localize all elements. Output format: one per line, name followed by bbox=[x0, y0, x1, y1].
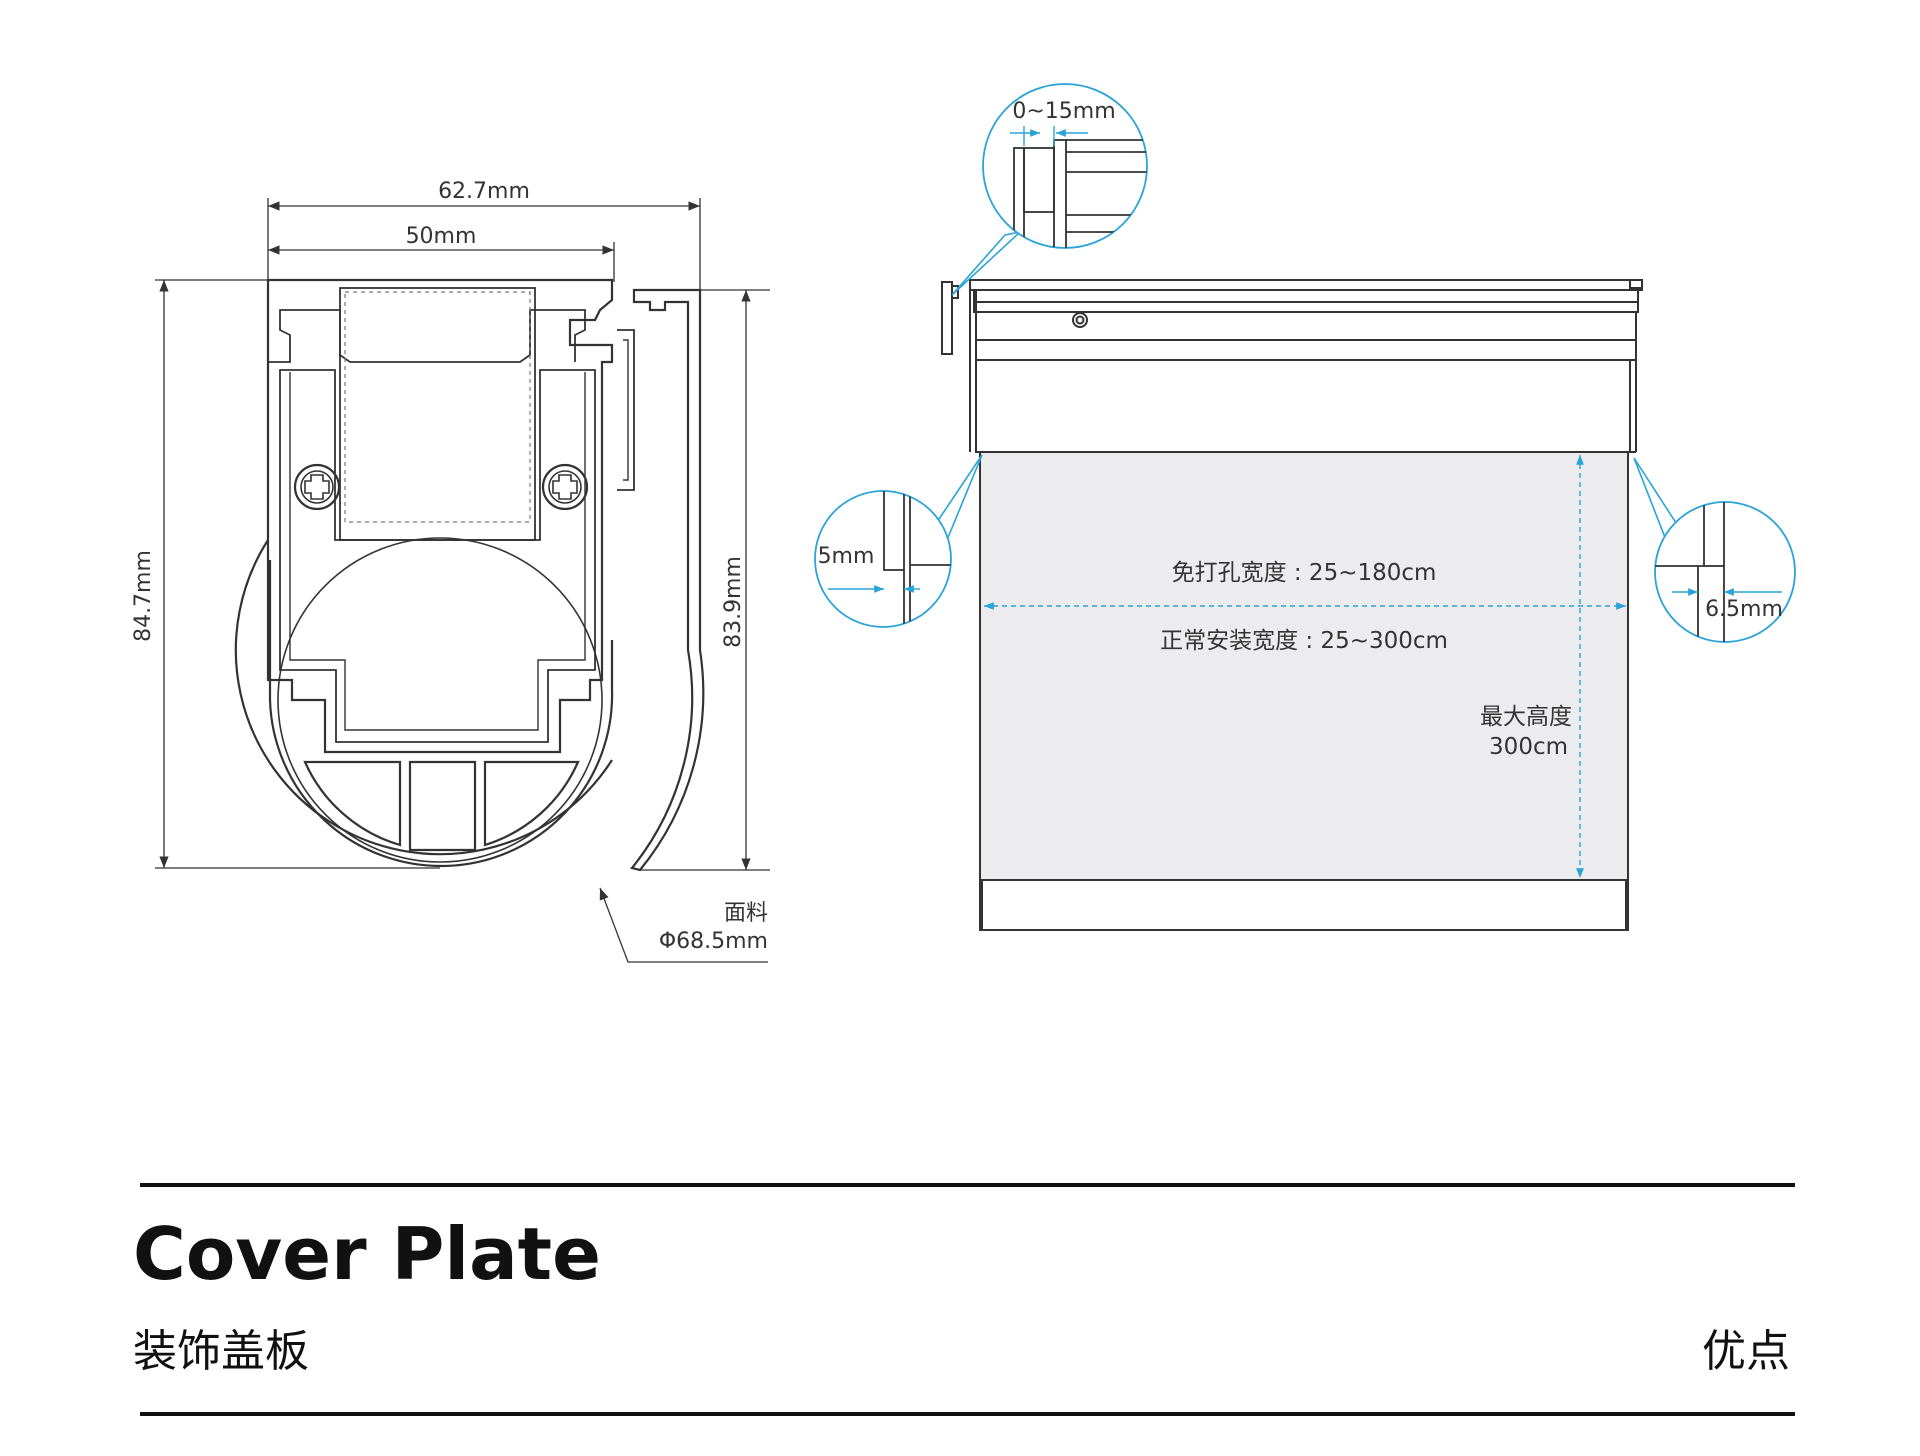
screw-left-icon bbox=[293, 463, 341, 511]
headrail-screw-icon bbox=[1072, 312, 1088, 328]
cover-plate-front bbox=[975, 359, 1631, 453]
detail-right-gap: 6.5mm bbox=[1705, 597, 1783, 622]
page-title: Cover Plate bbox=[133, 1212, 601, 1296]
profile-section-drawing bbox=[234, 278, 705, 872]
bottom-rail bbox=[979, 879, 1629, 931]
detail-bubble-right: 6.5mm bbox=[1633, 457, 1796, 643]
width-normal: 正常安装宽度 : 25~300cm bbox=[1160, 628, 1448, 654]
caption-rule-bottom bbox=[140, 1412, 1795, 1416]
headrail-top bbox=[969, 279, 1643, 291]
cover-plate bbox=[630, 288, 705, 872]
headrail-housing bbox=[266, 278, 614, 754]
screw-right-icon bbox=[541, 463, 589, 511]
dim-right-height: 83.9mm bbox=[721, 556, 746, 648]
max-height-label: 最大高度 bbox=[1480, 704, 1572, 730]
max-height-value: 300cm bbox=[1489, 734, 1568, 760]
detail-top-gap: 0~15mm bbox=[1012, 99, 1115, 124]
page-subtitle: 装饰盖板 bbox=[133, 1326, 309, 1377]
detail-bubble-top: 0~15mm bbox=[951, 83, 1148, 296]
front-view-drawing bbox=[941, 279, 1643, 931]
advantages-label: 优点 bbox=[1702, 1326, 1790, 1377]
dim-overall-width: 62.7mm bbox=[438, 179, 530, 204]
fabric-panel bbox=[979, 451, 1629, 881]
dim-inner-width: 50mm bbox=[406, 224, 477, 249]
fabric-diameter: Φ68.5mm bbox=[659, 929, 768, 954]
dim-left-height: 84.7mm bbox=[131, 550, 156, 642]
caption-rule-top bbox=[140, 1183, 1795, 1187]
left-bracket bbox=[941, 281, 953, 355]
leader-fabric bbox=[599, 887, 768, 963]
detail-bubble-left: 5mm bbox=[814, 454, 983, 628]
roller-tube-inner bbox=[277, 537, 603, 863]
front-dimensions bbox=[984, 455, 1626, 878]
width-no-drill: 免打孔宽度 : 25~180cm bbox=[1172, 560, 1437, 586]
detail-left-gap: 5mm bbox=[818, 544, 875, 569]
profile-dimensions bbox=[155, 198, 770, 963]
fabric-label: 面料 bbox=[724, 901, 768, 926]
roller-tube-outline bbox=[268, 560, 614, 868]
